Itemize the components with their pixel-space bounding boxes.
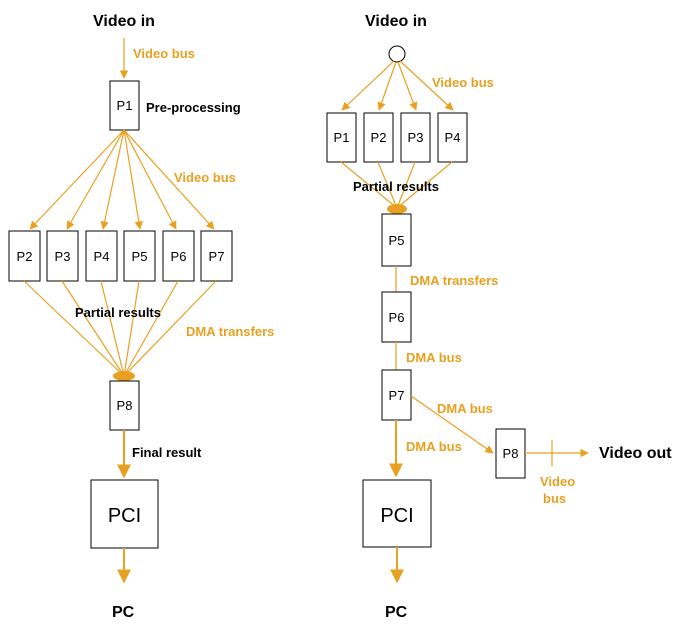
right-worker-boxes: P1 P2 P3 P4 (326, 112, 468, 163)
left-final-result-label: Final result (132, 445, 202, 460)
left-p3-box (46, 230, 79, 282)
left-merge-arrowheads (113, 371, 135, 381)
right-fanout-edges (341, 60, 454, 111)
right-p8-label: P8 (503, 446, 519, 461)
right-p6-label: P6 (389, 310, 405, 325)
left-edge-p5-p8 (123, 280, 140, 377)
left-p5-box (123, 230, 156, 282)
right-video-bus-label: Video bus (432, 75, 494, 90)
left-edge-p6-p8 (123, 280, 179, 377)
right-partial-results-label: Partial results (353, 179, 439, 194)
left-edge-p1-p7 (123, 129, 215, 230)
right-pci-box (362, 479, 432, 548)
right-edge-split-p2 (377, 61, 397, 111)
right-fanin-edges (340, 161, 453, 214)
left-p3-label: P3 (55, 249, 71, 264)
right-merge-arrowheads (387, 204, 407, 214)
right-p1-box (326, 112, 357, 163)
left-edge-p1-p6 (123, 129, 177, 230)
right-edge-p7-p8 (410, 395, 494, 454)
left-pci-box (90, 479, 159, 549)
right-edge-p1-p5 (340, 161, 398, 209)
right-p4-box (437, 112, 468, 163)
right-edge-split-p4 (399, 60, 454, 111)
left-p2-box (8, 230, 41, 282)
right-video-in-label: Video in (365, 13, 427, 30)
left-fanin-edges (23, 280, 217, 381)
right-edge-split-p1 (341, 60, 395, 111)
left-video-bus-fan-label: Video bus (174, 170, 236, 185)
right-p5-label: P5 (389, 233, 405, 248)
left-p8-box (109, 380, 140, 431)
left-p4-label: P4 (94, 249, 110, 264)
right-p7-box (381, 369, 412, 421)
right-edge-p4-p5 (396, 161, 453, 209)
right-pci-label: PCI (380, 505, 413, 527)
left-diagram: Video in Video bus P1 Pre-processing Vid… (8, 13, 274, 621)
left-pre-processing-label: Pre-processing (146, 100, 241, 115)
left-partial-results-label: Partial results (75, 305, 161, 320)
left-fanout-edges (29, 129, 215, 230)
right-p7-label: P7 (389, 388, 405, 403)
left-pci-label: PCI (108, 505, 141, 527)
right-edge-p3-p5 (396, 161, 416, 209)
right-dma-transfers-label: DMA transfers (410, 273, 498, 288)
left-p2-label: P2 (17, 249, 33, 264)
right-p4-label: P4 (445, 130, 461, 145)
left-worker-boxes: P2 P3 P4 P5 P6 P7 (8, 230, 233, 282)
left-p6-box (162, 230, 195, 282)
left-video-bus-top-label: Video bus (133, 46, 195, 61)
right-video-out-label: Video out (599, 445, 672, 462)
right-edge-p2-p5 (377, 161, 398, 209)
left-pc-label: PC (112, 604, 135, 621)
left-edge-p1-p5 (123, 129, 143, 230)
left-edge-p2-p8 (23, 280, 125, 377)
left-p5-label: P5 (132, 249, 148, 264)
left-edge-p3-p8 (61, 280, 125, 377)
right-edge-split-p3 (397, 61, 418, 111)
right-p1-label: P1 (334, 130, 350, 145)
left-p7-box (200, 230, 233, 282)
right-p2-label: P2 (371, 130, 387, 145)
right-p3-box (400, 112, 431, 163)
right-video-split-node (388, 45, 406, 63)
right-dma-bus-2-label: DMA bus (437, 401, 493, 416)
left-p6-label: P6 (171, 249, 187, 264)
right-pc-label: PC (385, 604, 408, 621)
left-edge-p1-p4 (100, 129, 125, 230)
right-p3-label: P3 (408, 130, 424, 145)
left-p8-label: P8 (117, 398, 133, 413)
right-p5-box (381, 213, 412, 267)
left-edge-p7-p8 (123, 280, 217, 377)
left-p7-label: P7 (209, 249, 225, 264)
left-edge-p4-p8 (100, 280, 125, 377)
right-dma-bus-3-label: DMA bus (406, 439, 462, 454)
left-edge-p1-p3 (66, 129, 125, 230)
right-video-bus-out-label-1: Video (540, 474, 575, 489)
left-edge-p1-p2 (29, 129, 125, 230)
right-video-bus-out-label-2: bus (543, 491, 566, 506)
left-dma-transfers-label: DMA transfers (186, 324, 274, 339)
left-p1-label: P1 (117, 98, 133, 113)
right-diagram: Video in Video bus P1 P2 P3 P4 Partial (326, 13, 672, 621)
right-dma-bus-1-label: DMA bus (406, 350, 462, 365)
left-video-in-label: Video in (93, 13, 155, 30)
